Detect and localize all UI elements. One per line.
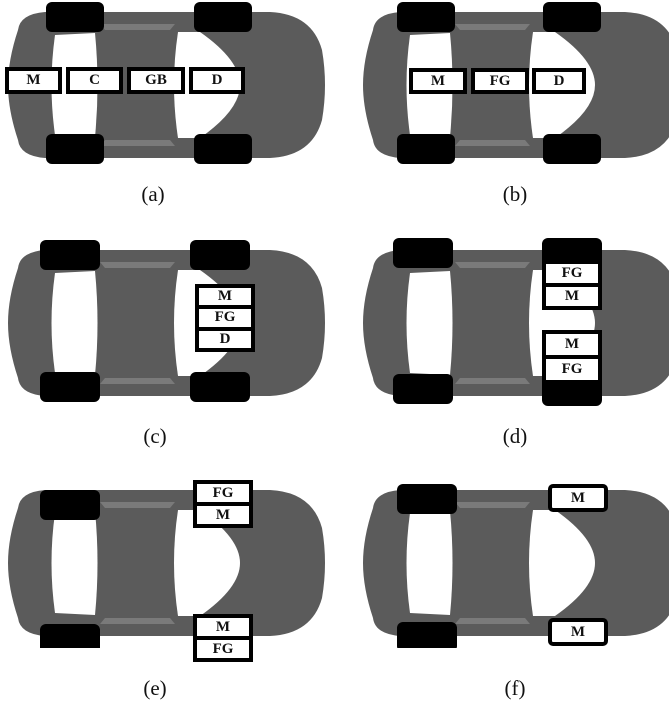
car-topview-icon xyxy=(363,484,669,648)
wheel-front-bottom xyxy=(190,372,250,402)
component-box: D xyxy=(532,68,586,94)
component-box: M xyxy=(546,334,598,355)
panel-e: FG M M FG (e) xyxy=(0,478,330,714)
wheel-rear-top xyxy=(393,238,453,268)
wheel-rear-top xyxy=(40,240,100,270)
in-wheel-motor-top: M xyxy=(548,484,608,512)
component-box: FG xyxy=(546,359,598,380)
car-topview-icon xyxy=(8,490,325,648)
wheel-rear-bottom xyxy=(393,374,453,404)
component-stack-top: FG M xyxy=(542,238,602,310)
wheel-front-top xyxy=(194,2,252,32)
component-box: FG xyxy=(197,640,249,658)
car-topview-icon xyxy=(363,238,669,404)
caption-b: (b) xyxy=(502,182,528,206)
component-stack-top: FG M xyxy=(193,480,253,528)
component-box: M xyxy=(197,618,249,636)
in-wheel-motor-bottom: M xyxy=(548,618,608,646)
component-box: M xyxy=(197,506,249,524)
wheel-rear-bottom xyxy=(40,624,100,648)
car-topview-icon xyxy=(363,2,669,164)
component-stack-bottom: M FG xyxy=(542,330,602,406)
component-box: C xyxy=(66,67,123,94)
panel-b: M FG D (b) xyxy=(355,0,669,236)
caption-f: (f) xyxy=(504,676,526,700)
component-box: D xyxy=(199,330,251,348)
wheel-rear-bottom xyxy=(397,134,455,164)
panel-f: M M (f) xyxy=(355,478,669,714)
caption-a: (a) xyxy=(141,182,165,206)
wheel-rear-bottom xyxy=(397,622,457,648)
wheel-rear-top xyxy=(397,2,455,32)
caption-d: (d) xyxy=(502,424,528,448)
wheel-rear-top xyxy=(40,490,100,520)
component-stack-bottom: M FG xyxy=(193,614,253,662)
component-box: M xyxy=(199,288,251,306)
component-box: FG xyxy=(471,68,529,94)
panel-c: M FG D (c) xyxy=(0,238,330,474)
component-stack: M FG D xyxy=(195,284,255,352)
panel-d: FG M M FG (d) xyxy=(355,238,669,474)
caption-e: (e) xyxy=(143,676,167,700)
wheel-front-top xyxy=(543,2,601,32)
car-topview-icon xyxy=(8,2,325,164)
component-box: GB xyxy=(127,67,185,94)
panel-a: M C GB D (a) xyxy=(0,0,330,236)
wheel-rear-top xyxy=(46,2,104,32)
wheel-rear-top xyxy=(397,484,457,514)
caption-c: (c) xyxy=(143,424,167,448)
component-box: M xyxy=(546,287,598,306)
wheel-front-bottom xyxy=(543,134,601,164)
component-box: M xyxy=(409,68,467,94)
wheel-front-top xyxy=(190,240,250,270)
component-box: M xyxy=(5,67,62,94)
wheel-front-bottom xyxy=(194,134,252,164)
component-box: D xyxy=(189,67,245,94)
wheel-rear-bottom xyxy=(46,134,104,164)
component-box: FG xyxy=(197,484,249,502)
car-topview-icon xyxy=(8,240,325,402)
wheel-rear-bottom xyxy=(40,372,100,402)
component-box: FG xyxy=(546,264,598,283)
component-box: FG xyxy=(199,309,251,327)
